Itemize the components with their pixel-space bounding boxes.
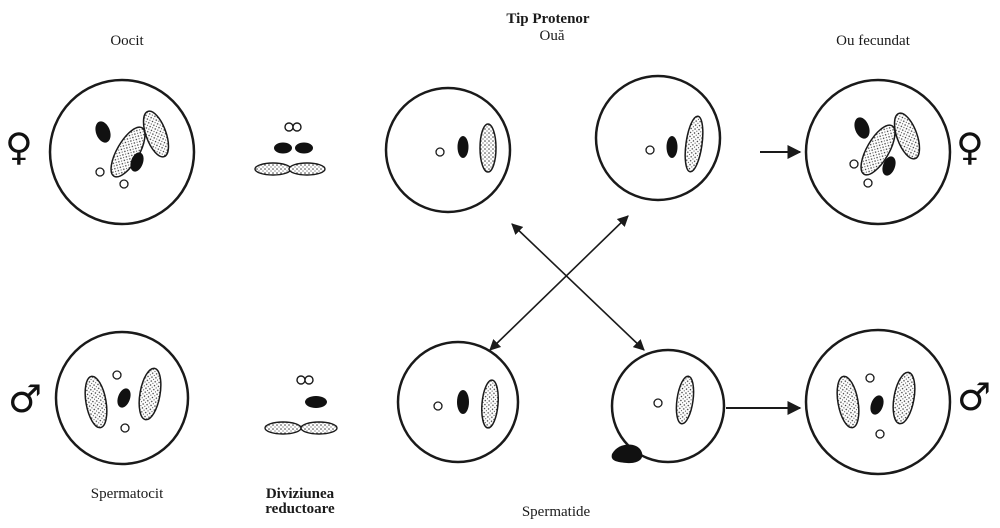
label-type-title: Tip Protenor [506, 11, 590, 27]
fertilized-egg-cell [804, 78, 952, 226]
reduction-division-male [264, 375, 338, 435]
female-symbol-left: ♀ [5, 125, 33, 169]
label-reduction-division-2: reductoare [265, 501, 335, 517]
spermatid-cell [396, 340, 520, 464]
label-oocyte: Oocit [110, 33, 144, 49]
autosome [95, 121, 111, 143]
label-eggs: Ouă [539, 28, 565, 44]
spermatocyte-cell [54, 330, 190, 466]
label-fertilized-egg: Ou fecundat [836, 33, 910, 49]
spermatid-cell [610, 348, 726, 464]
male-zygote-cell [804, 328, 952, 476]
autosome [130, 152, 144, 172]
reduction-division-female [254, 122, 326, 176]
label-spermatids: Spermatide [521, 504, 591, 520]
label-spermatocyte: Spermatocit [90, 486, 164, 502]
label-reduction-division-1: Diviziunea [265, 486, 335, 502]
ink-blot [611, 444, 643, 464]
female-symbol-right: ♀ [956, 125, 984, 169]
egg-cell [384, 86, 512, 214]
micro-chromosome [95, 167, 105, 177]
oocyte-cell [48, 78, 196, 226]
male-symbol-right: ♂ [957, 375, 992, 419]
arrow-cross-1 [511, 223, 645, 351]
arrow-cross-2 [489, 215, 629, 351]
male-symbol-left: ♂ [8, 377, 43, 421]
egg-cell [594, 74, 722, 202]
x-chromosome [142, 110, 170, 158]
micro-chromosome [119, 179, 129, 189]
